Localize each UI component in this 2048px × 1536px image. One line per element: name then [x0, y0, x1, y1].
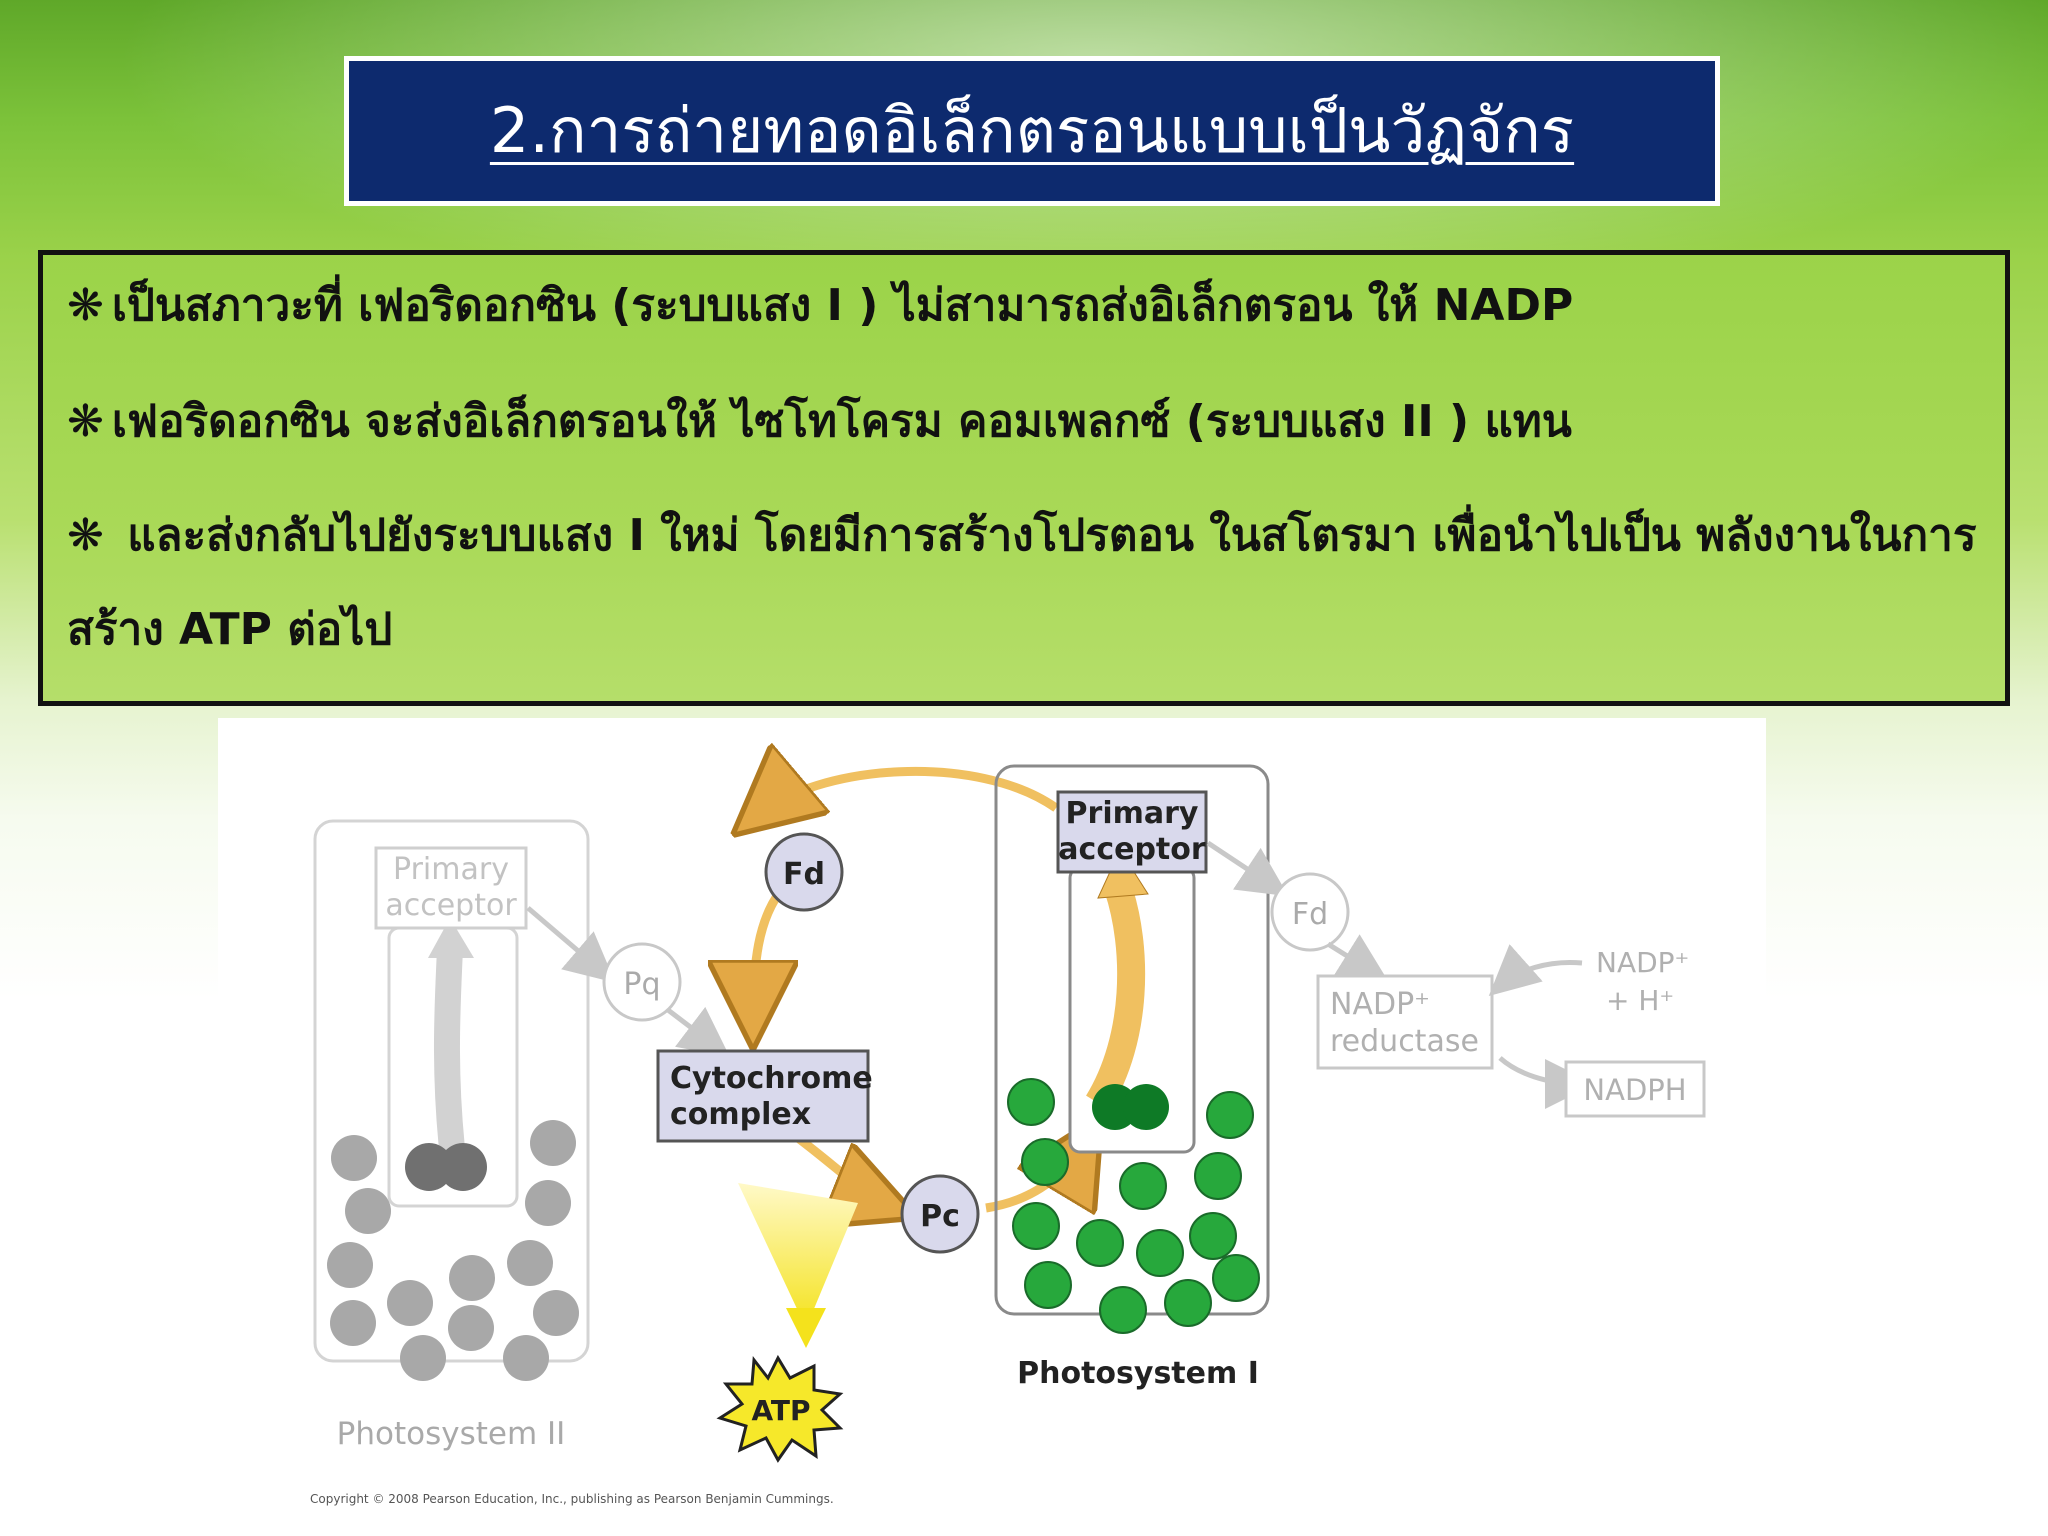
cytochrome-line1: Cytochrome: [670, 1061, 873, 1096]
bullet-panel: ❋เป็นสภาวะที่ เฟอริดอกซิน (ระบบแสง I ) ไ…: [38, 250, 2010, 706]
diagram-svg: Primary acceptor Photosystem II Pq: [313, 718, 1706, 1463]
arrow-cytochrome-to-pc: [795, 1134, 893, 1208]
atp-starburst: ATP: [716, 1354, 844, 1463]
reductase-line1: NADP⁺: [1330, 987, 1430, 1022]
copyright-note: Copyright © 2008 Pearson Education, Inc.…: [310, 1492, 834, 1506]
title-banner: 2.การถ่ายทอดอิเล็กตรอนแบบเป็นวัฏจักร: [344, 56, 1720, 206]
nadp-reductase-box: NADP⁺ reductase: [1316, 974, 1494, 1070]
bullet-text-3: และส่งกลับไปยังระบบแสง I ใหม่ โดยมีการสร…: [67, 510, 1977, 655]
slide-title: 2.การถ่ายทอดอิเล็กตรอนแบบเป็นวัฏจักร: [489, 94, 1575, 167]
flower-bullet-icon: ❋: [67, 510, 104, 561]
ps2-primary-acceptor-line1: Primary: [393, 852, 509, 887]
nadph-label: NADPH: [1583, 1073, 1686, 1107]
pc-node: Pc: [900, 1174, 980, 1254]
bullet-item-1: ❋เป็นสภาวะที่ เฟอริดอกซิน (ระบบแสง I ) ไ…: [67, 275, 1981, 337]
arrow-fd-to-reductase: [1326, 934, 1389, 982]
bullet-item-3: ❋ และส่งกลับไปยังระบบแสง I ใหม่ โดยมีการ…: [67, 489, 1981, 677]
arrow-fd-to-cytochrome: [753, 885, 783, 1023]
bullet-text-1: เป็นสภาวะที่ เฟอริดอกซิน (ระบบแสง I ) ไม…: [111, 280, 1574, 331]
fd-right-node: Fd: [1270, 872, 1350, 952]
atp-label: ATP: [751, 1394, 810, 1427]
photosystem-ii: Primary acceptor Photosystem II: [313, 819, 590, 1452]
reductase-line2: reductase: [1330, 1024, 1479, 1059]
arrow-acceptor-to-fd: [753, 771, 1059, 818]
atp-energy-beam: [738, 1183, 858, 1328]
cytochrome-line2: complex: [670, 1097, 811, 1132]
fd-cycle-label: Fd: [783, 857, 825, 892]
pq-node: Pq: [602, 942, 682, 1022]
arrow-acceptor-to-pq: [526, 906, 616, 983]
photosystem-i-label: Photosystem I: [1017, 1356, 1259, 1391]
flower-bullet-icon: ❋: [67, 280, 104, 331]
electron-transport-diagram: Primary acceptor Photosystem II Pq: [218, 718, 1766, 1508]
bullet-text-2: เฟอริดอกซิน จะส่งอิเล็กตรอนให้ ไซโทโครม …: [111, 396, 1572, 447]
ps1-primary-acceptor-line1: Primary: [1066, 796, 1199, 831]
pc-label: Pc: [920, 1199, 960, 1234]
nadp-in-line1: NADP⁺: [1596, 946, 1689, 979]
atp-arrow-head: [786, 1308, 826, 1348]
fd-right-label: Fd: [1292, 897, 1328, 932]
pq-label: Pq: [623, 967, 660, 1002]
arrow-acceptor-to-fd-right: [1206, 840, 1289, 897]
arrow-pq-to-cytochrome: [666, 1006, 730, 1058]
ps2-primary-acceptor-line2: acceptor: [385, 888, 517, 923]
bullet-item-2: ❋เฟอริดอกซิน จะส่งอิเล็กตรอนให้ ไซโทโครม…: [67, 391, 1981, 453]
photosystem-i: Primary acceptor Photosystem I: [994, 764, 1270, 1391]
nadph-box: NADPH: [1564, 1060, 1706, 1118]
ps1-primary-acceptor-line2: acceptor: [1058, 832, 1206, 867]
cytochrome-complex: Cytochrome complex: [656, 1049, 873, 1143]
arrow-nadp-in: [1488, 944, 1583, 996]
fd-cycle-node: Fd: [764, 832, 844, 912]
nadp-in-line2: + H⁺: [1606, 984, 1674, 1017]
photosystem-ii-label: Photosystem II: [337, 1416, 566, 1452]
flower-bullet-icon: ❋: [67, 396, 104, 447]
